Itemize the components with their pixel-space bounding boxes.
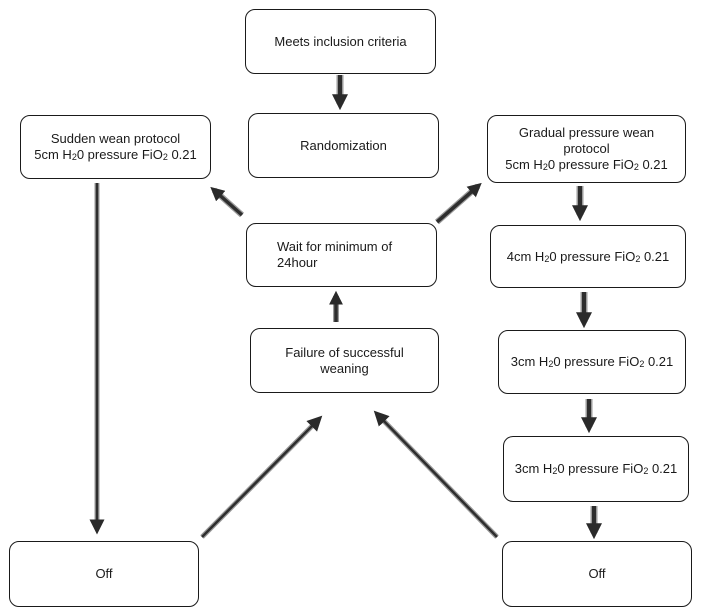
sudden-wean-box: Sudden wean protocol 5cm H20 pressure Fi…	[20, 115, 211, 179]
arrow-off-right-to-failure	[373, 410, 499, 539]
sudden-wean-title: Sudden wean protocol	[50, 131, 181, 146]
randomization-box: Randomization	[248, 113, 439, 178]
step-3cm-label-b: 3cm H20 pressure FiO2 0.21	[514, 461, 678, 476]
sudden-wean-settings: 5cm H20 pressure FiO2 0.21	[34, 147, 197, 162]
gradual-wean-title: Gradual pressure wean	[518, 125, 655, 140]
step-3cm-box-b: 3cm H20 pressure FiO2 0.21	[503, 436, 689, 502]
gradual-wean-box: Gradual pressure wean protocol 5cm H20 p…	[487, 115, 686, 183]
gradual-wean-title-2: protocol	[563, 141, 610, 156]
step-3cm-label-a: 3cm H20 pressure FiO2 0.21	[510, 354, 674, 369]
failure-label-2: weaning	[320, 360, 369, 376]
step-4cm-label: 4cm H20 pressure FiO2 0.21	[506, 248, 670, 264]
inclusion-criteria-label: Meets inclusion criteria	[274, 33, 407, 49]
step-3cm-box-a: 3cm H20 pressure FiO2 0.21	[498, 330, 686, 394]
wait-label-1: Wait for minimum of	[277, 239, 393, 254]
arrow-wait-to-gradual	[435, 182, 482, 225]
wait-box: Wait for minimum of 24hour	[246, 223, 437, 287]
arrow-off-left-to-failure	[200, 415, 323, 539]
off-left-box: Off	[9, 541, 199, 607]
gradual-wean-settings: 5cm H20 pressure FiO2 0.21	[505, 157, 668, 172]
failure-label-1: Failure of successful	[285, 344, 404, 360]
off-right-box: Off	[502, 541, 692, 607]
failure-box: Failure of successful weaning	[250, 328, 439, 393]
inclusion-criteria-box: Meets inclusion criteria	[245, 9, 436, 74]
arrow-wait-to-sudden	[210, 186, 244, 218]
wait-label-2: 24hour	[277, 255, 318, 270]
step-4cm-box: 4cm H20 pressure FiO2 0.21	[490, 225, 686, 288]
off-left-label: Off	[95, 566, 113, 581]
randomization-label: Randomization	[300, 137, 387, 153]
off-right-label: Off	[588, 566, 606, 581]
